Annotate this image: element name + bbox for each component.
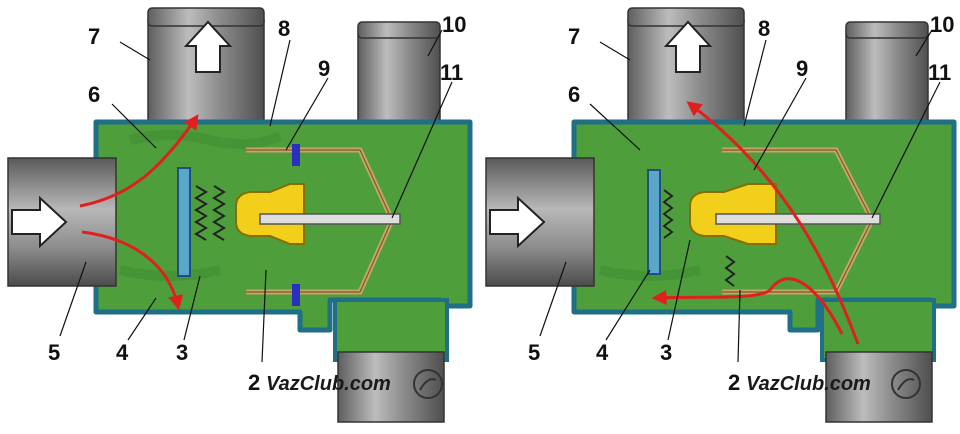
right-inlet-pipe xyxy=(485,157,595,287)
right-label-4: 4 xyxy=(596,340,609,365)
right-label-2: 2 xyxy=(728,370,740,395)
left-diagram: 7 8 9 10 6 11 5 4 3 2 VazClub.com xyxy=(7,7,473,423)
right-out-arrow-icon xyxy=(663,20,713,73)
left-label-6: 6 xyxy=(88,82,100,107)
right-bypass-pipe xyxy=(845,21,929,125)
right-watermark: VazClub.com xyxy=(746,373,871,395)
left-label-9: 9 xyxy=(318,56,330,81)
left-bypass-pipe xyxy=(357,21,441,125)
left-label-5: 5 xyxy=(48,340,60,365)
left-label-2: 2 xyxy=(248,370,260,395)
right-label-7: 7 xyxy=(568,24,580,49)
right-label-8: 8 xyxy=(758,16,770,41)
left-out-arrow-icon xyxy=(183,20,233,73)
right-label-9: 9 xyxy=(796,56,808,81)
left-in-arrow-icon xyxy=(11,195,68,249)
right-main-valve xyxy=(647,169,661,275)
left-label-7: 7 xyxy=(88,24,100,49)
right-flow-arrow-bypass xyxy=(651,277,844,335)
left-label-10: 10 xyxy=(442,12,466,37)
left-label-11: 11 xyxy=(440,60,463,85)
right-label-3: 3 xyxy=(660,340,672,365)
left-flow-arrow-down xyxy=(81,230,183,311)
left-flow-arrow-up xyxy=(79,114,199,208)
left-outlet-pipe xyxy=(147,7,265,123)
right-diagram: 7 8 9 10 6 11 5 4 3 2 VazClub.com xyxy=(485,7,957,423)
left-label-3: 3 xyxy=(176,340,188,365)
right-watermark-logo-icon xyxy=(891,369,921,399)
right-label-6: 6 xyxy=(568,82,580,107)
left-bottom-pipe xyxy=(333,298,449,423)
right-spring xyxy=(662,189,736,287)
left-label-8: 8 xyxy=(278,16,290,41)
left-rod xyxy=(259,213,401,225)
left-spring xyxy=(194,185,226,241)
right-in-arrow-icon xyxy=(489,195,546,249)
left-seal-bottom xyxy=(292,284,300,306)
right-outlet-pipe xyxy=(627,7,745,123)
left-watermark-logo-icon xyxy=(413,369,443,399)
right-label-10: 10 xyxy=(930,12,954,37)
right-label-11: 11 xyxy=(928,60,951,85)
left-inlet-pipe xyxy=(7,157,117,287)
left-seal-top xyxy=(292,144,300,166)
right-label-5: 5 xyxy=(528,340,540,365)
right-flow-arrow-main xyxy=(686,101,860,345)
left-main-valve xyxy=(177,167,191,277)
right-bottom-pipe xyxy=(820,298,936,423)
left-label-4: 4 xyxy=(116,340,129,365)
left-watermark: VazClub.com xyxy=(266,373,391,395)
